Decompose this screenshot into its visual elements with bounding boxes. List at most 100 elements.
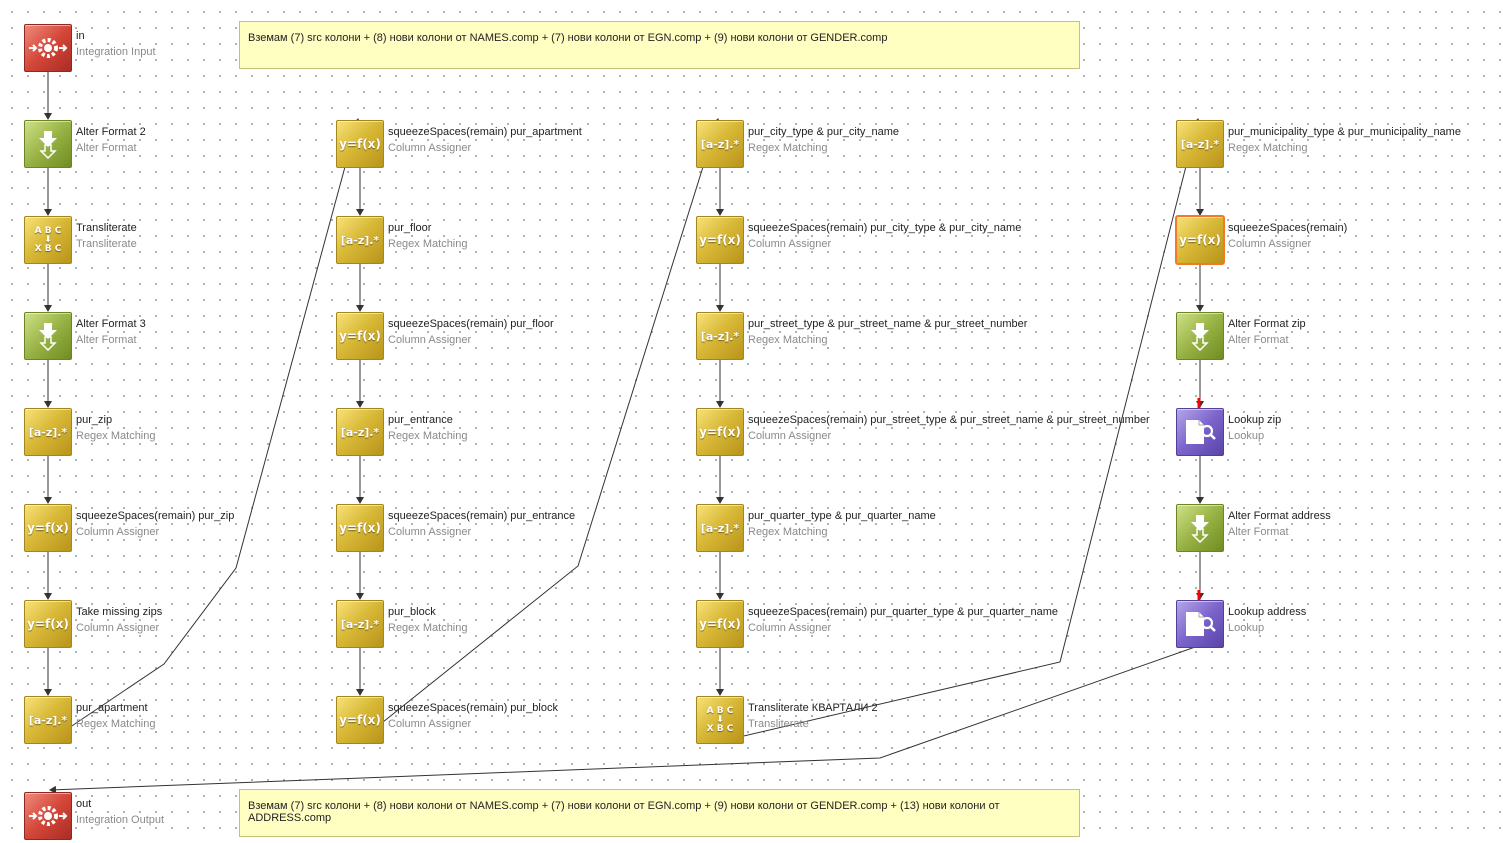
function-icon-glyph: y=f(x): [339, 329, 381, 343]
flow-edge: [49, 645, 1199, 794]
regex-icon-glyph: [a-z].*: [28, 713, 68, 727]
alter-format-glyph: [1191, 323, 1209, 351]
node-assigner[interactable]: y=f(x) squeezeSpaces(remain) pur_apartmen…: [336, 120, 582, 168]
node-regex[interactable]: [a-z].*pur_municipality_type & pur_munic…: [1176, 120, 1461, 168]
assigner-icon: y=f(x): [336, 120, 384, 168]
regex-icon-glyph: [a-z].*: [700, 521, 740, 535]
translit-icon-top: A B C: [706, 705, 734, 716]
node-subtitle: Column Assigner: [388, 718, 472, 730]
assigner-icon: y=f(x): [1175, 215, 1225, 265]
regex-icon: [a-z].*: [336, 600, 384, 648]
regex-icon-glyph: [a-z].*: [1180, 137, 1220, 151]
gear-glyph: [29, 38, 68, 58]
node-title: squeezeSpaces(remain) pur_city_type & pu…: [748, 222, 1022, 234]
node-title: squeezeSpaces(remain) pur_quarter_type &…: [748, 606, 1059, 618]
translit-icon-top: A B C: [34, 225, 62, 236]
node-title: pur_quarter_type & pur_quarter_name: [748, 510, 936, 522]
function-icon-glyph: y=f(x): [699, 617, 741, 631]
regex-icon-glyph: [a-z].*: [700, 329, 740, 343]
regex-icon-glyph: [a-z].*: [340, 617, 380, 631]
note-top[interactable]: Вземам (7) src колони + (8) нови колони …: [239, 21, 1080, 69]
node-subtitle: Regex Matching: [748, 334, 828, 346]
function-icon-glyph: y=f(x): [699, 233, 741, 247]
node-assigner[interactable]: y=f(x)squeezeSpaces(remain)Column Assign…: [1175, 215, 1347, 265]
alter-icon: [1176, 504, 1224, 552]
function-icon-glyph: y=f(x): [699, 425, 741, 439]
node-assigner[interactable]: y=f(x) squeezeSpaces(remain) pur_city_typ…: [696, 216, 1021, 264]
function-icon-glyph: y=f(x): [339, 137, 381, 151]
node-title: Alter Format 2: [76, 126, 146, 138]
flow-edge: [47, 118, 361, 743]
assigner-icon: y=f(x): [24, 600, 72, 648]
node-title: squeezeSpaces(remain) pur_apartment: [388, 126, 582, 138]
node-subtitle: Lookup: [1228, 430, 1265, 442]
node-assigner[interactable]: y=f(x) squeezeSpaces(remain) pur_quarter_…: [696, 600, 1058, 648]
node-subtitle: Alter Format: [76, 334, 137, 346]
node-regex[interactable]: [a-z].* pur_street_type & pur_street_name…: [696, 312, 1027, 360]
assigner-icon: y=f(x): [696, 600, 744, 648]
translit-icon: A B C⬇X B C: [696, 696, 744, 744]
alter-format-glyph: [39, 131, 57, 159]
node-label: squeezeSpaces(remain) pur_street_type & …: [748, 412, 1150, 444]
node-title: pur_block: [388, 606, 436, 618]
flow-edge: [357, 118, 721, 743]
node-subtitle: Regex Matching: [748, 142, 828, 154]
node-alter[interactable]: Alter Format 3 Alter Format: [24, 312, 146, 360]
node-label: pur_street_type & pur_street_name & pur_…: [748, 316, 1027, 348]
node-title: pur_apartment: [76, 702, 148, 714]
node-title: Lookup zip: [1228, 414, 1282, 426]
node-subtitle: Column Assigner: [76, 526, 160, 538]
alter-icon: [1176, 312, 1224, 360]
node-subtitle: Lookup: [1228, 622, 1265, 634]
node-title: pur_floor: [388, 222, 432, 234]
function-icon-glyph: y=f(x): [27, 521, 69, 535]
regex-icon: [a-z].*: [24, 408, 72, 456]
node-subtitle: Regex Matching: [76, 718, 156, 730]
regex-icon: [a-z].*: [696, 312, 744, 360]
node-regex[interactable]: [a-z].* pur_quarter_type & pur_quarter_na…: [696, 504, 936, 552]
node-assigner[interactable]: y=f(x)squeezeSpaces(remain) pur_entrance…: [336, 504, 575, 552]
node-title: Alter Format 3: [76, 318, 146, 330]
node-title: pur_street_type & pur_street_name & pur_…: [748, 318, 1028, 330]
regex-icon-glyph: [a-z].*: [340, 233, 380, 247]
io-icon: [24, 792, 72, 840]
gear-glyph: [29, 806, 68, 826]
node-assigner[interactable]: y=f(x) squeezeSpaces(remain) pur_street_t…: [696, 408, 1150, 456]
note-bottom[interactable]: Вземам (7) src колони + (8) нови колони …: [239, 789, 1080, 837]
function-icon-glyph: y=f(x): [1179, 233, 1221, 247]
function-icon-glyph: y=f(x): [339, 521, 381, 535]
node-subtitle: Alter Format: [1228, 334, 1289, 346]
alter-format-glyph: [1191, 515, 1209, 543]
